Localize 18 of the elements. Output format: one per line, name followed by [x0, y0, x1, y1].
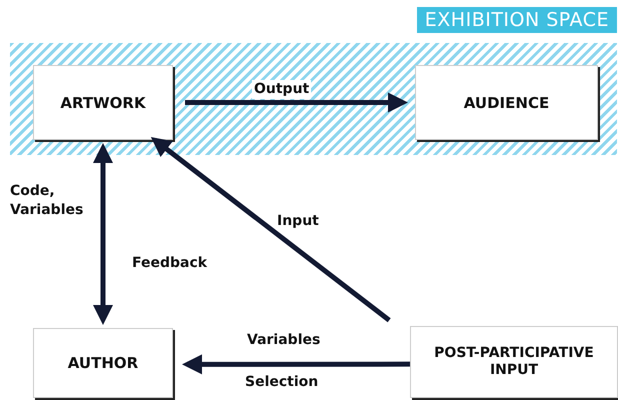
process-box [415, 65, 598, 140]
edge-label: Output [252, 80, 312, 99]
process-box [410, 326, 618, 398]
edge-label: Feedback [131, 254, 208, 273]
box-label: ARTWORK [60, 94, 146, 112]
note-label: Selection [244, 373, 320, 392]
edge-label: Input [276, 212, 320, 231]
note-label: Code, Variables [9, 182, 84, 220]
zone-heading: EXHIBITION SPACE [416, 7, 617, 33]
arrow [150, 136, 391, 322]
box-label: POST-PARTICIPATIVE INPUT [434, 345, 594, 379]
edge-label: Variables [246, 331, 322, 350]
arrow [182, 354, 410, 374]
process-box [33, 328, 173, 398]
arrow [93, 143, 113, 325]
box-label: AUDIENCE [464, 94, 550, 112]
process-box [33, 65, 173, 140]
box-label: AUTHOR [68, 354, 138, 372]
